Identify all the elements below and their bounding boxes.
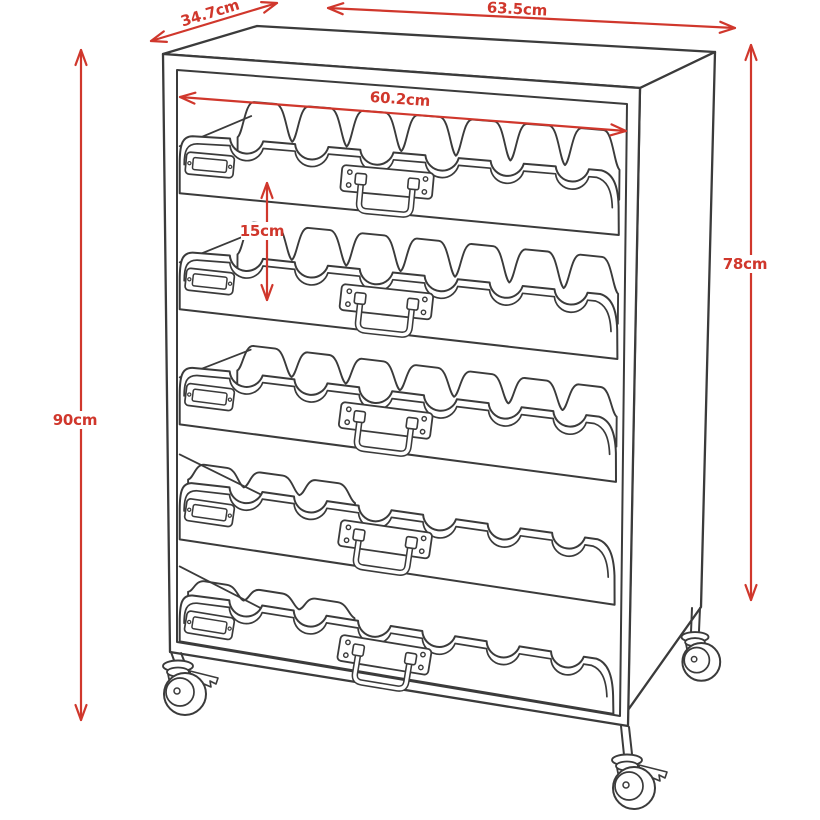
drawer-scallop-inner-line [183,602,608,698]
handle-pivot [403,651,418,666]
drawer-handle [339,164,435,218]
dimension-drawer_height: 15cm [240,181,285,302]
handle-pivot [351,643,366,657]
caster-back-right [680,631,722,682]
handle-pivot [352,409,367,424]
label-holder [184,382,236,412]
dimension-total_height: 90cm [53,48,98,722]
drawer-side-edge [178,453,272,501]
drawer-handle [338,283,435,338]
handle-pivot [354,172,368,186]
dimension-label-body_height: 78cm [723,255,768,273]
caster-front-left [162,659,219,716]
handle-pivot [406,177,421,191]
label-holder [183,610,236,641]
leg-back-right [690,607,701,633]
dimension-inner_width: 60.2cm [178,88,628,137]
dimension-label-width: 63.5cm [486,0,547,20]
drawer-scallop-inner-line [183,489,610,578]
drawer-stack [178,101,621,715]
label-holder [184,151,236,179]
drawer-1 [178,101,621,236]
dimension-width: 63.5cm [326,0,737,34]
dimension-label-total_height: 90cm [53,411,98,429]
drawer-handle [336,634,433,692]
handle-pivot [404,535,419,550]
drawer-4 [178,453,616,606]
drawer-handle [338,401,434,457]
dimension-body_height: 78cm [723,43,768,602]
drawer-scallop-inner-line [183,142,614,209]
drawer-5 [178,565,615,715]
dimension-annotations: 34.7cm 63.5cm 60.2cm 15cm 90cm 78cm [53,0,768,722]
drawer-side-edge [178,565,271,614]
drawer-scallop-inner-line [183,374,611,456]
handle-pivot [353,291,367,306]
handle-pivot [405,416,419,431]
legs-and-casters [162,607,722,810]
cabinet-body [161,24,722,810]
label-holder [183,498,236,528]
drawer-2 [178,221,620,360]
leg-front-right [620,725,633,756]
drawer-scallop-inner-line [183,259,612,333]
dimension-label-depth: 34.7cm [179,0,242,30]
dimension-label-inner_width: 60.2cm [369,88,430,110]
handle-pivot [352,528,366,542]
drawer-3 [178,345,618,483]
handle-pivot [406,297,420,311]
drawer-handle [337,519,433,576]
label-holder [184,267,236,296]
side-panel [626,50,717,712]
caster-front-right [611,753,668,810]
dimension-label-drawer_height: 15cm [240,222,285,240]
